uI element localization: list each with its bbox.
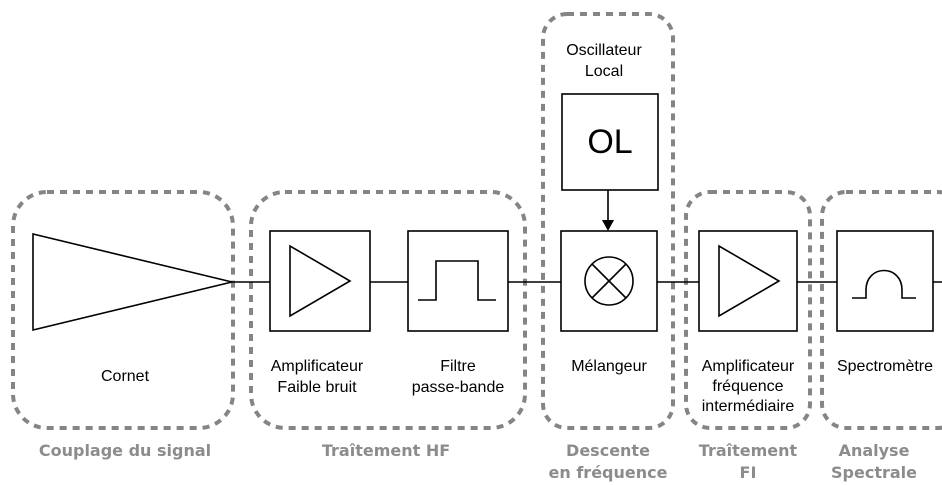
amplifier-triangle-icon: [289, 244, 352, 318]
if-amp-label-line2: fréquence: [712, 378, 783, 395]
group-fi-label-line2: FI: [740, 463, 757, 482]
arrow-head-icon: [602, 220, 614, 231]
if-amp-label-line3: intermédiaire: [702, 398, 795, 415]
group-spectral-frame: [820, 190, 942, 430]
group-coupling-label: Couplage du signal: [39, 441, 211, 460]
group-downconversion-frame: [541, 12, 675, 430]
horn-antenna-icon: [32, 232, 233, 332]
spectrum-shape-icon: [852, 269, 916, 299]
cornet-label: Cornet: [101, 368, 150, 385]
local-oscillator-block: [561, 93, 659, 191]
lna-label-line1: Amplificateur: [271, 358, 364, 375]
mixer-cross-b: [591, 263, 627, 299]
group-downconversion-label-line1: Descente: [566, 441, 650, 460]
spectrometer-block: [836, 230, 934, 332]
group-fi-label-line1: Traîtement: [699, 441, 798, 460]
spectrometer-label: Spectromètre: [837, 358, 933, 375]
ol-symbol: OL: [587, 123, 632, 161]
if-amp-label-line1: Amplificateur: [702, 358, 795, 375]
filter-label-line2: passe-bande: [412, 379, 505, 396]
if-amplifier-triangle-icon: [718, 244, 781, 318]
bandpass-shape-icon: [418, 260, 496, 301]
group-hf-label: Traîtement HF: [322, 441, 450, 460]
group-coupling-frame: [11, 190, 235, 430]
mixer-label: Mélangeur: [571, 358, 647, 375]
lo-label-line1: Oscillateur: [566, 42, 642, 59]
group-fi-frame: [684, 190, 812, 430]
lo-label-line2: Local: [585, 63, 623, 80]
group-spectral-label-line1: Analyse: [839, 441, 910, 460]
group-spectral-label-line2: Spectrale: [831, 463, 917, 482]
group-downconversion-label-line2: en fréquence: [549, 463, 668, 482]
lna-label-line2: Faible bruit: [277, 379, 357, 396]
group-hf-frame: [249, 190, 527, 430]
bandpass-filter-block: [407, 230, 509, 332]
filter-label-line1: Filtre: [440, 358, 476, 375]
